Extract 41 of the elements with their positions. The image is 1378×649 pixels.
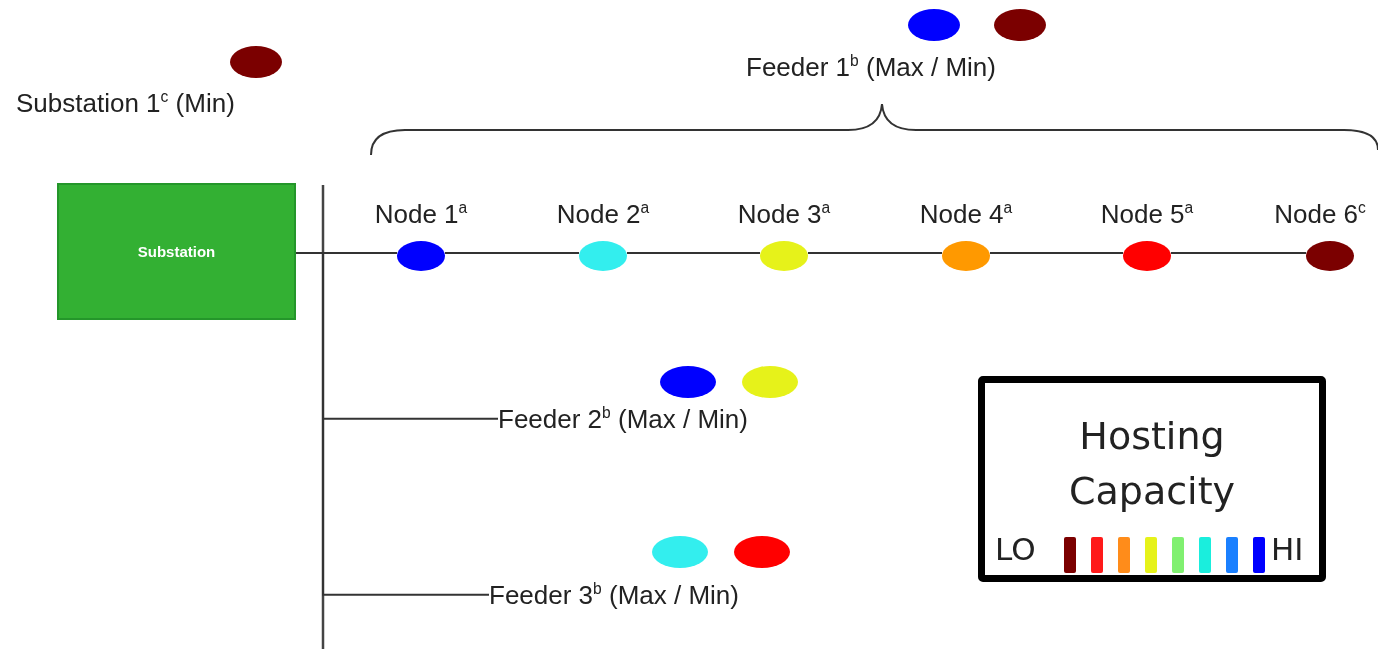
node-dot bbox=[652, 536, 708, 568]
feeder-line bbox=[1170, 252, 1307, 254]
node-dot bbox=[1306, 241, 1354, 271]
node-dot bbox=[397, 241, 445, 271]
node-label: Node 4$^{a}$ bbox=[919, 199, 1013, 229]
color-swatch bbox=[1172, 537, 1184, 573]
feeder-line bbox=[626, 252, 761, 254]
color-swatch bbox=[1145, 537, 1157, 573]
feeder-label: Feeder 1$^{b}$ (Max / Min) bbox=[746, 52, 996, 82]
feeder-line bbox=[989, 252, 1124, 254]
feeder-line bbox=[807, 252, 943, 254]
color-swatch bbox=[1118, 537, 1130, 573]
color-swatch bbox=[1064, 537, 1076, 573]
substation-box: Substation bbox=[57, 183, 296, 320]
feeder-line bbox=[444, 252, 580, 254]
node-dot bbox=[760, 241, 808, 271]
node-dot bbox=[230, 46, 282, 78]
color-swatch bbox=[1091, 537, 1103, 573]
feeder-label: Substation 1$^{c}$ (Min) bbox=[16, 88, 235, 118]
node-dot bbox=[942, 241, 990, 271]
scale-label: HI bbox=[1271, 531, 1304, 567]
node-label: Node 5$^{a}$ bbox=[1100, 199, 1194, 229]
color-swatch bbox=[1253, 537, 1265, 573]
node-dot bbox=[734, 536, 790, 568]
node-label: Node 3$^{a}$ bbox=[737, 199, 831, 229]
color-swatch bbox=[1199, 537, 1211, 573]
node-dot bbox=[742, 366, 798, 398]
color-swatch bbox=[1226, 537, 1238, 573]
node-label: Node 2$^{a}$ bbox=[556, 199, 650, 229]
node-dot bbox=[994, 9, 1046, 41]
node-dot bbox=[579, 241, 627, 271]
node-dot bbox=[908, 9, 960, 41]
node-dot bbox=[660, 366, 716, 398]
feeder-label: Feeder 3$^{b}$ (Max / Min) bbox=[489, 580, 739, 610]
legend-title: Hosting Capacity bbox=[1067, 413, 1237, 516]
node-label: Node 6$^{c}$ bbox=[1274, 199, 1366, 229]
legend-box bbox=[978, 376, 1326, 582]
feeder-label: Feeder 2$^{b}$ (Max / Min) bbox=[498, 404, 748, 434]
node-dot bbox=[1123, 241, 1171, 271]
scale-label: LO bbox=[995, 531, 1036, 567]
node-label: Node 1$^{a}$ bbox=[374, 199, 468, 229]
